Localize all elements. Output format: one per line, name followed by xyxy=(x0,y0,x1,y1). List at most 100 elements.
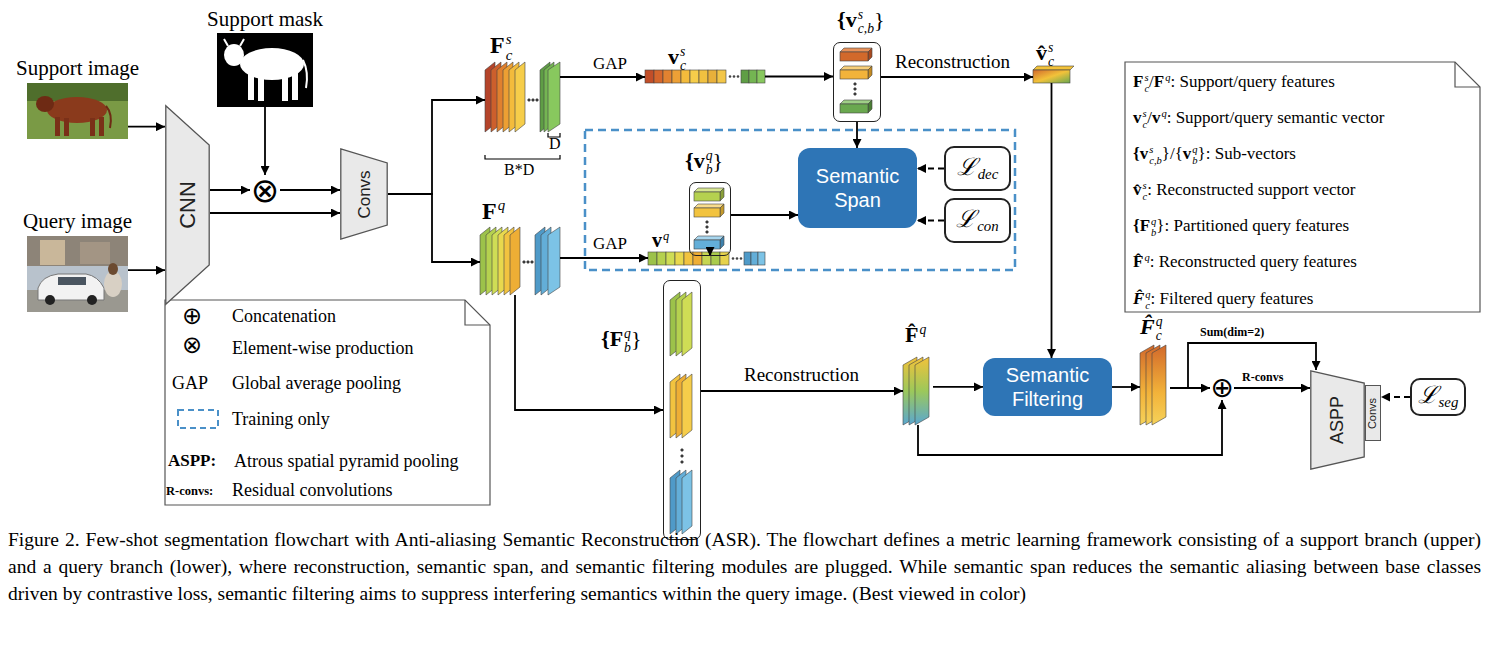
script-stack: sc xyxy=(1143,180,1148,202)
math-text: R-convs: xyxy=(166,484,213,498)
graphic-rect xyxy=(672,70,681,83)
rotated-label: ASPP xyxy=(1329,396,1347,444)
graphic-circle xyxy=(681,449,684,452)
module-box: Semantic Filtering xyxy=(983,358,1112,416)
superscript: s xyxy=(680,45,686,59)
graphic-circle xyxy=(681,461,684,464)
connector xyxy=(731,214,798,216)
graphic-rect xyxy=(99,117,104,136)
math-text: ⊗ xyxy=(182,331,202,359)
text-run: F̂q xyxy=(905,322,926,347)
layer-block: Convs xyxy=(340,148,388,240)
graphic-rect xyxy=(684,252,693,265)
graphic-circle xyxy=(528,99,531,102)
graphic-polygon xyxy=(694,204,724,208)
subscript: b xyxy=(706,163,713,177)
graphic-rect xyxy=(717,70,726,83)
picture-node: vq xyxy=(648,252,765,265)
math-text: B*D xyxy=(504,161,534,178)
math-text: {v xyxy=(837,7,857,32)
graphic-polygon xyxy=(548,227,560,295)
math-text: }: Partitioned query features xyxy=(1156,216,1349,235)
mask-image xyxy=(217,33,313,107)
math-text: ℒ xyxy=(957,154,977,180)
graphic-polygon xyxy=(694,188,724,192)
graphic-circle xyxy=(732,258,734,260)
superscript: s xyxy=(1149,144,1162,155)
graphic-rect xyxy=(90,118,95,136)
math-text: : Filtered query features xyxy=(1151,289,1314,308)
graphic-polygon xyxy=(915,357,929,425)
graphic-rect xyxy=(744,252,751,265)
filtered-features xyxy=(1140,345,1166,425)
text-run: {Fqb}: Partitioned query features xyxy=(1133,216,1349,238)
query-subvectors xyxy=(694,188,724,249)
text-run: v̂sc: Reconstructed support vector xyxy=(1133,180,1355,202)
loss-box: ℒcon xyxy=(944,198,1011,243)
legend-text: Residual convolutions xyxy=(232,480,393,501)
picture-node: v̂sc xyxy=(1033,70,1070,83)
connector xyxy=(917,168,944,170)
figure-caption: Figure 2. Few-shot segmentation flowchar… xyxy=(8,526,1481,607)
text-run: {vsc,b}/{vqb}: Sub-vectors xyxy=(1133,144,1296,166)
edge-label: Reconstruction xyxy=(742,364,861,386)
math-text: } xyxy=(874,7,885,32)
legend-text: Element-wise production xyxy=(232,338,413,359)
graphic-polygon xyxy=(515,62,525,132)
support-photo xyxy=(27,83,128,139)
math-text: : Reconstructed query features xyxy=(1150,252,1357,271)
rotated-label: Convs xyxy=(356,170,373,218)
math-text: F xyxy=(1140,216,1150,235)
text-run: v̂sc xyxy=(1036,40,1054,69)
operator-symbol: ⊗ xyxy=(250,175,280,205)
loss-box: ℒdec xyxy=(944,146,1011,191)
legend-text: Training only xyxy=(232,409,330,430)
math-text: v xyxy=(652,229,662,251)
text-run: Support mask xyxy=(207,7,323,31)
graphic-rect xyxy=(55,117,60,136)
graphic-ellipse xyxy=(108,263,118,275)
notation-box xyxy=(1125,62,1480,312)
graphic-rect xyxy=(749,70,757,83)
math-text: ASPP: xyxy=(168,451,216,470)
superscript: q xyxy=(1151,216,1156,227)
legend-text: Global average pooling xyxy=(232,373,401,394)
module-label: Semantic Span xyxy=(804,164,911,212)
legend-text: Atrous spatial pyramid pooling xyxy=(234,451,458,472)
script-stack: sc xyxy=(1048,41,1054,70)
superscript: s xyxy=(1143,180,1148,191)
script-stack: sc,b xyxy=(1149,144,1162,166)
graphic-ellipse xyxy=(224,44,244,66)
text-run: F̂qc xyxy=(1140,314,1163,343)
connector xyxy=(280,189,340,191)
edge-label: R-convs xyxy=(1240,371,1285,385)
graphic-rect xyxy=(292,72,298,100)
graphic-path xyxy=(303,60,307,88)
graphic-circle xyxy=(527,261,530,264)
graphic-path xyxy=(106,106,111,128)
graphic-polygon xyxy=(548,62,560,132)
script-stack: qb xyxy=(1192,144,1197,166)
graphic-polygon xyxy=(694,236,724,240)
math-text: { xyxy=(1133,144,1140,163)
superscript: q xyxy=(1161,108,1166,119)
math-text: v xyxy=(1183,144,1192,163)
graphic-rect xyxy=(217,33,313,107)
superscript: q xyxy=(1144,252,1149,263)
connector xyxy=(1170,343,1316,388)
graphic-rect xyxy=(840,104,868,113)
superscript: q xyxy=(624,327,631,341)
math-text: ⊕ xyxy=(182,302,202,330)
connector xyxy=(881,76,1033,78)
text-run: GAP xyxy=(172,373,208,394)
layer-block: Convs xyxy=(1365,385,1381,441)
subscript: c xyxy=(1144,83,1149,94)
operator-glyph: ⊕ xyxy=(1210,374,1233,402)
connector xyxy=(388,194,480,262)
superscript: s xyxy=(858,8,874,22)
connector xyxy=(765,76,833,78)
math-text: F̂ xyxy=(1140,314,1155,339)
